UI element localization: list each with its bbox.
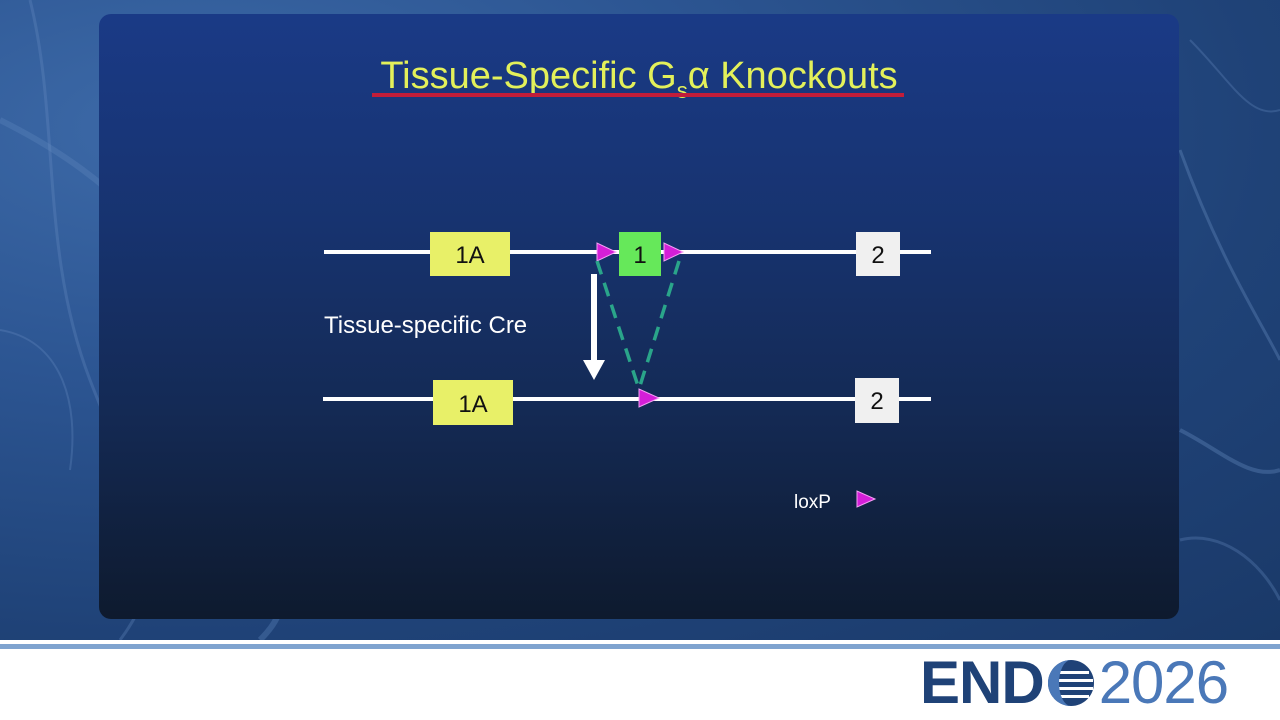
- logo-year: 2026: [1098, 649, 1229, 716]
- title-subscript: s: [676, 78, 688, 103]
- top-loxp-left: [596, 242, 618, 262]
- footer-accent-bar: [0, 644, 1280, 649]
- excision-dash-left: [595, 260, 641, 390]
- bottom-loxp: [638, 388, 661, 408]
- bottom-exon-2: [855, 378, 899, 423]
- cre-label: Tissue-specific Cre: [324, 312, 528, 339]
- top-exon-1-label: 1: [633, 242, 646, 269]
- top-exon-2: [856, 232, 900, 276]
- top-loxp-right: [663, 242, 685, 262]
- legend-loxp-icon: [856, 490, 877, 508]
- bottom-exon-1a: [433, 380, 513, 425]
- top-exon-1a: [430, 232, 510, 276]
- footer-divider: [0, 640, 1280, 644]
- top-exon-1: [619, 232, 661, 276]
- gene-diagram: 1A 1 2 1A 2: [323, 232, 931, 508]
- top-exon-2-label: 2: [871, 242, 884, 269]
- title-greek: α: [687, 55, 710, 97]
- globe-icon: [1047, 660, 1094, 706]
- logo-brand: END: [920, 649, 1045, 716]
- endo-logo: END 2026: [920, 649, 1229, 716]
- cre-arrow-head: [583, 360, 605, 380]
- bottom-exon-1a-label: 1A: [458, 391, 487, 418]
- title-main: Tissue-Specific G: [380, 55, 677, 97]
- slide-title: Tissue-Specific Gsα Knockouts: [99, 54, 1179, 113]
- slide-panel: Tissue-Specific Gsα Knockouts 1A 1 2 1A …: [99, 14, 1179, 619]
- title-end: Knockouts: [709, 55, 898, 97]
- excision-dash-right: [637, 260, 681, 390]
- top-exon-1a-label: 1A: [455, 242, 484, 269]
- legend-label: loxP: [794, 492, 831, 513]
- bottom-exon-2-label: 2: [870, 388, 883, 415]
- title-underline: [372, 93, 904, 97]
